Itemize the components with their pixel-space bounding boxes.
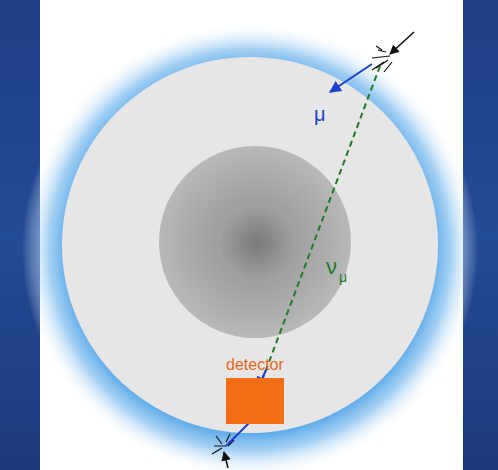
muon-symbol: μ <box>314 104 326 124</box>
neutrino-subscript: μ <box>339 270 347 284</box>
node-heading: detector <box>226 356 284 374</box>
detector-box <box>226 378 284 424</box>
detector-node: detector <box>226 356 284 424</box>
neutrino-symbol: ν <box>326 256 337 278</box>
